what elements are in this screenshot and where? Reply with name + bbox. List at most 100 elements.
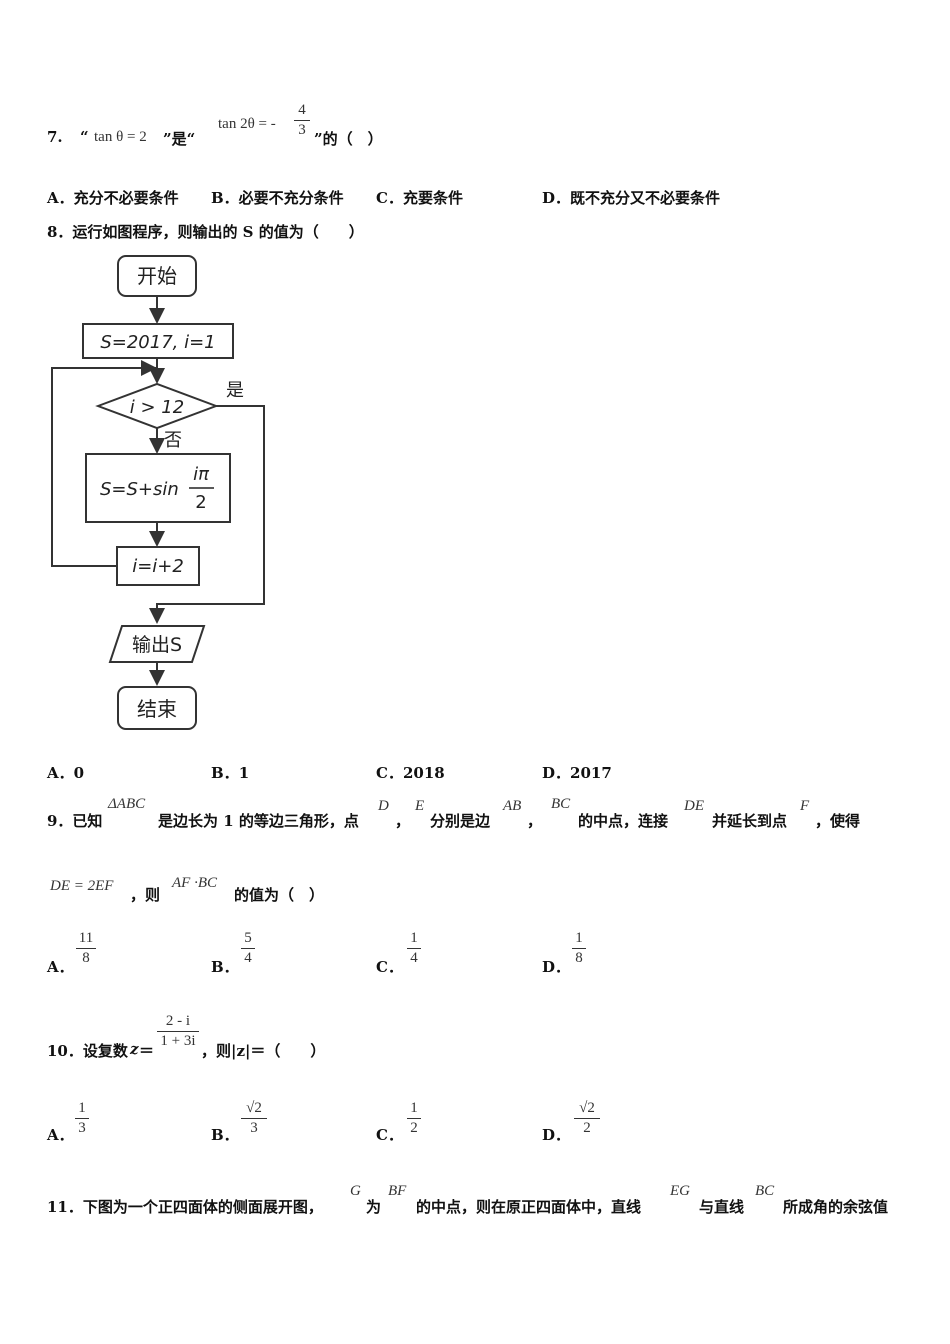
q8-option-a: A．0 (47, 762, 84, 783)
q9-comma-2: ， (527, 812, 543, 830)
q11-text-4: 与直线 (699, 1198, 745, 1216)
flow-condition-text: i > 12 (130, 397, 184, 418)
q7-option-a: A．充分不必要条件 (47, 189, 179, 207)
q8-stem: 8．运行如图程序，则输出的 S 的值为（ ） (47, 223, 364, 241)
q7-tail: ”的（ ） (314, 130, 383, 148)
q11-point-g: G (350, 1183, 361, 1199)
q9-option-d-den: 8 (575, 950, 583, 966)
q7-mid-text: ”是“ (163, 130, 196, 148)
q9-equation: DE = 2EF (50, 878, 114, 894)
q9-dot-product: AF ·BC (172, 875, 217, 891)
q8-flowchart: 开始 S=2017, i=1 i > 12 是 否 S=S+sin iπ 2 i… (51, 255, 265, 730)
q8-option-c-value: 2018 (402, 764, 445, 782)
q8-option-b-letter: B． (211, 764, 239, 782)
q7-fraction-num: 4 (298, 102, 306, 118)
q10-option-b-num: √2 (246, 1100, 262, 1116)
q9-option-b-num: 5 (244, 930, 252, 946)
flow-output-text: 输出S (132, 634, 182, 656)
q7-condition-2: tan 2θ = - (218, 116, 276, 132)
q10-option-d-letter: D． (542, 1126, 571, 1144)
q10-option-b-letter: B． (211, 1126, 239, 1144)
q9-point-d: D (378, 798, 389, 814)
flow-increment-text: i=i+2 (132, 556, 184, 577)
q7-fraction: 4 3 (294, 102, 310, 139)
q9-text-4: 并延长到点 (712, 812, 788, 830)
q9-option-d-num: 1 (575, 930, 583, 946)
q9-point-f: F (800, 798, 810, 814)
q9-triangle: ΔABC (108, 796, 146, 812)
q9-option-a-den: 8 (82, 950, 90, 966)
q10-option-c-num: 1 (410, 1100, 418, 1116)
q10-option-c-letter: C． (376, 1126, 403, 1144)
q9-option-c-num: 1 (410, 930, 418, 946)
q7-option-d: D．既不充分又不必要条件 (542, 189, 721, 207)
q11-text-3: 的中点，则在原正四面体中，直线 (416, 1198, 642, 1216)
q9-seg-bc: BC (551, 796, 571, 812)
q7-number: 7. (47, 128, 63, 146)
q8-option-b-value: 1 (238, 764, 250, 782)
flow-start-text: 开始 (137, 264, 177, 288)
q11-seg-eg: EG (670, 1183, 690, 1199)
q9-text-7: 的值为（ ） (234, 886, 325, 904)
flow-init-text: S=2017, i=1 (100, 332, 215, 353)
q7-open-quote: “ (80, 128, 89, 146)
q10-z: z (130, 1040, 139, 1058)
q9-seg-de: DE (684, 798, 704, 814)
q7-condition-1: tan θ = 2 (94, 129, 147, 145)
q9-option-a-num: 11 (78, 930, 94, 946)
flow-end-text: 结束 (137, 697, 177, 721)
q8-option-d-value: 2017 (570, 764, 612, 782)
flow-update-den: 2 (195, 492, 206, 513)
q9-text-6: ，则 (130, 886, 161, 904)
q8-option-a-letter: A． (47, 764, 74, 782)
q11-text-1: 11．下图为一个正四面体的侧面展开图， (47, 1198, 323, 1216)
flow-output-box (108, 625, 206, 663)
q7-fraction-den: 3 (298, 122, 306, 138)
flow-update-text: S=S+sin (100, 479, 179, 500)
q8-option-d-letter: D． (542, 764, 571, 782)
q10-prefix: 10．设复数 (47, 1042, 128, 1060)
q9-option-c-den: 4 (410, 950, 418, 966)
q8-option-d: D．2017 (542, 762, 612, 783)
q10-option-c-den: 2 (410, 1120, 418, 1136)
q8-option-c-letter: C． (376, 764, 403, 782)
q10-option-a-letter: A． (47, 1126, 74, 1144)
q9-option-b-den: 4 (244, 950, 252, 966)
q9-option-d-letter: D． (542, 958, 571, 976)
q10-tail: ，则|z|＝（ ） (201, 1042, 326, 1060)
q8-option-c: C．2018 (376, 762, 445, 783)
flow-end-box (117, 686, 197, 730)
q8-option-a-value: 0 (73, 764, 85, 782)
flow-update-num: iπ (193, 464, 210, 485)
q10-equals: ＝ (139, 1042, 155, 1060)
q9-option-c-letter: C． (376, 958, 403, 976)
q11-seg-bc: BC (755, 1183, 775, 1199)
q10-option-d-den: 2 (583, 1120, 591, 1136)
flow-no-label: 否 (164, 430, 182, 451)
q10-option-a-num: 1 (78, 1100, 86, 1116)
q7-option-c: C．充要条件 (376, 189, 463, 207)
q8-option-b: B．1 (211, 762, 249, 783)
q9-seg-ab: AB (503, 798, 522, 814)
q9-text-1: 是边长为 1 的等边三角形，点 (158, 812, 359, 830)
q11-seg-bf: BF (388, 1183, 407, 1199)
q9-text-2: 分别是边 (430, 812, 491, 830)
q10-denominator: 1 + 3i (160, 1033, 196, 1049)
q10-option-d-num: √2 (579, 1100, 595, 1116)
q9-option-a-letter: A． (47, 958, 74, 976)
q9-prefix: 9．已知 (47, 812, 103, 830)
q9-comma-1: ， (395, 812, 411, 830)
q11-text-2: 为 (366, 1198, 382, 1216)
q10-option-b-den: 3 (250, 1120, 258, 1136)
q9-text-5: ，使得 (815, 812, 861, 830)
q11-text-5: 所成角的余弦值 (783, 1198, 889, 1216)
q10-option-a-den: 3 (78, 1120, 86, 1136)
q9-text-3: 的中点，连接 (578, 812, 669, 830)
